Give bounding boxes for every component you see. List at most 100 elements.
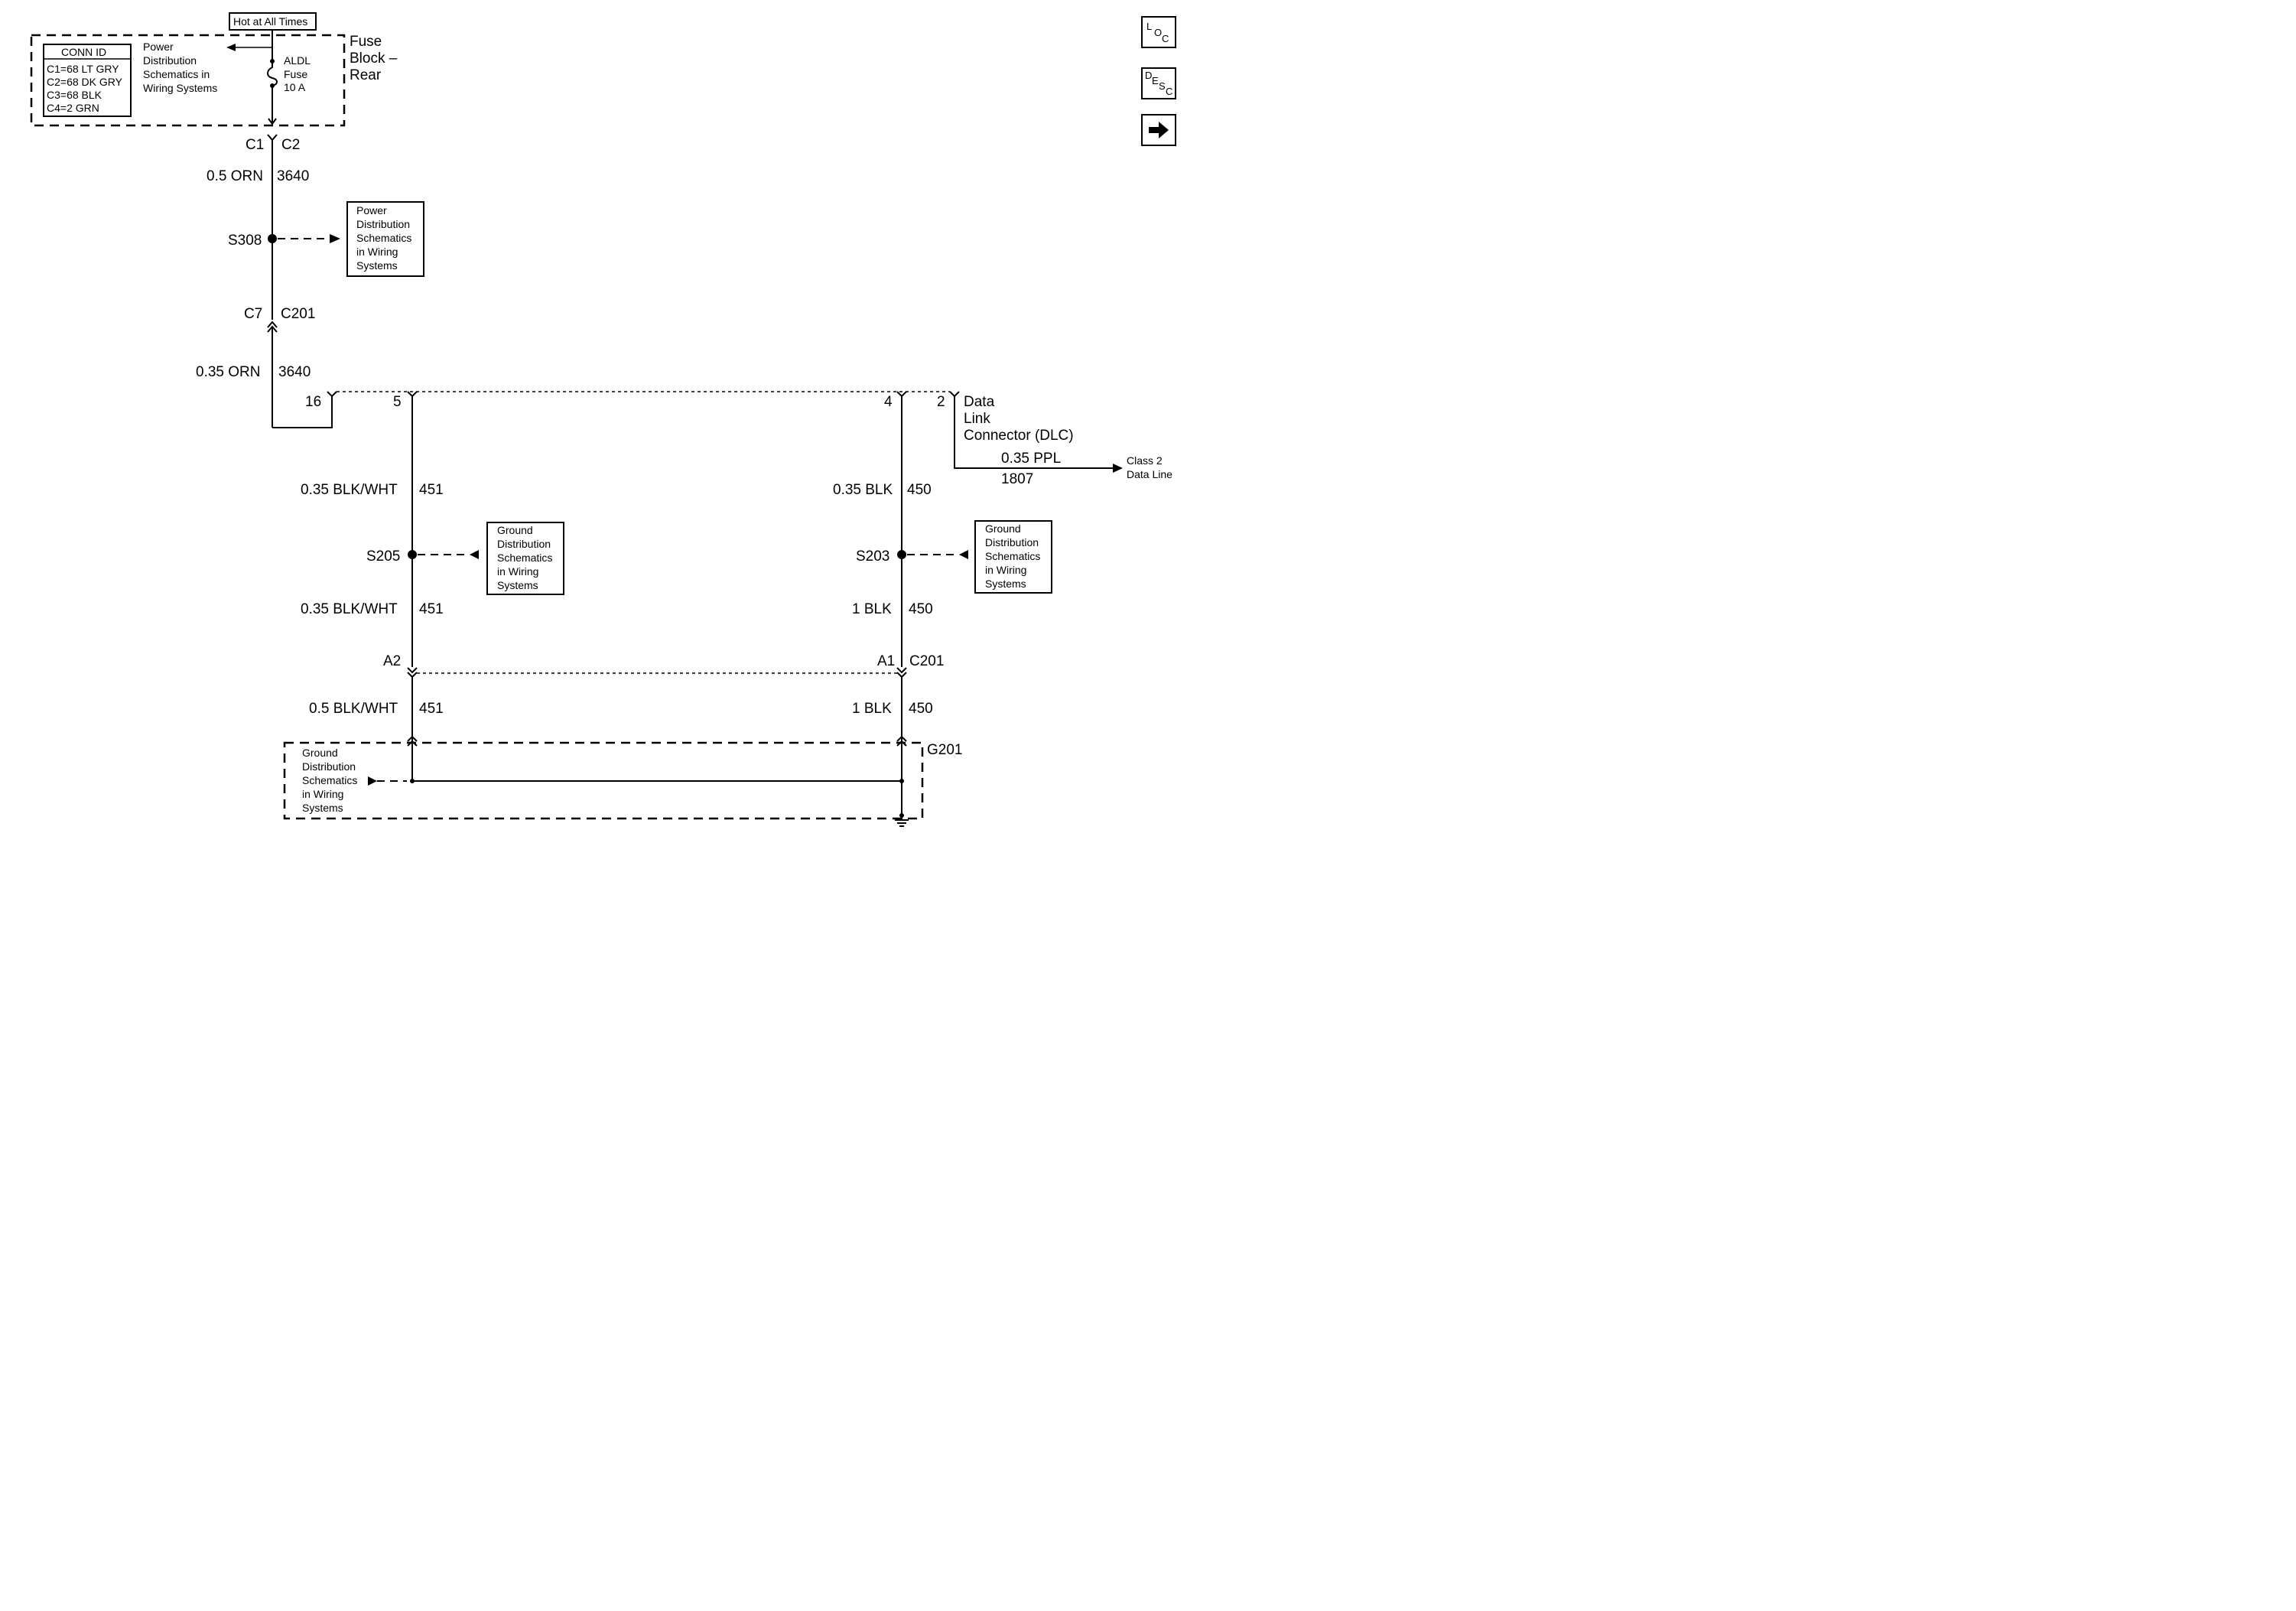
conn-id-row-c3: C3=68 BLK	[47, 89, 102, 101]
connector-a2: A2	[383, 653, 401, 669]
power-ref-line-3: Schematics	[356, 232, 411, 244]
wire-2-gauge: 0.35 ORN	[196, 364, 260, 380]
dlc-title-3: Connector (DLC)	[964, 428, 1074, 444]
fuse-label-2: Fuse	[284, 68, 307, 80]
g201-ground-outline	[283, 741, 924, 820]
g201-ref-line-5[interactable]: Systems	[302, 802, 343, 814]
g201-ref-line-1[interactable]: Ground	[302, 747, 338, 759]
wire-8-circuit: 450	[909, 701, 933, 717]
power-ref-line-2: Distribution	[356, 218, 410, 230]
connector-c201-top: C201	[281, 306, 315, 322]
connector-c1: C1	[246, 137, 264, 153]
fuse-block-power-ref-3[interactable]: Schematics in	[143, 68, 210, 80]
s205-ref-line-4: in Wiring	[497, 565, 538, 578]
power-ref-line-5: Systems	[356, 259, 398, 272]
s205-ref-line-1: Ground	[497, 524, 533, 536]
splice-s205: S205	[366, 548, 400, 565]
fuse-label-1: ALDL	[284, 54, 311, 67]
dlc-pin-4: 4	[884, 394, 893, 410]
c7-connector-symbol	[267, 321, 278, 328]
s203-ref-line-2: Distribution	[985, 536, 1039, 548]
wire-3-gauge: 0.35 BLK/WHT	[301, 482, 398, 498]
a2-connector-symbol	[407, 667, 418, 674]
fuse-block-power-ref-1[interactable]: Power	[143, 41, 174, 53]
s205-ref-line-3: Schematics	[497, 552, 552, 564]
wire-1-gauge: 0.5 ORN	[207, 168, 263, 184]
power-distribution-ref-box[interactable]	[346, 201, 424, 277]
s203-ref-line-4: in Wiring	[985, 564, 1026, 576]
conn-id-header: CONN ID	[61, 46, 106, 58]
conn-id-row-c2: C2=68 DK GRY	[47, 76, 123, 88]
fuse-block-power-ref-2[interactable]: Distribution	[143, 54, 197, 67]
s203-ref-arrow-icon	[959, 550, 968, 559]
fuse-label-3: 10 A	[284, 81, 306, 93]
g201-ref-line-2[interactable]: Distribution	[302, 760, 356, 773]
desc-letter-e: E	[1152, 75, 1159, 86]
splice-s203-dot	[897, 550, 906, 559]
wire-7-gauge: 1 BLK	[852, 601, 892, 617]
dlc-pin-2-symbol	[949, 391, 960, 398]
splice-s308: S308	[228, 233, 262, 249]
g201-ref-line-3[interactable]: Schematics	[302, 774, 357, 786]
class2-data-line-1: Class 2	[1127, 454, 1163, 467]
power-ref-arrow-icon	[226, 44, 236, 51]
s203-ref-line-1: Ground	[985, 522, 1021, 535]
class2-data-line-2: Data Line	[1127, 468, 1172, 480]
connector-a1: A1	[877, 653, 895, 669]
desc-letter-s: S	[1159, 80, 1166, 92]
wire-9-gauge: 0.35 PPL	[1001, 451, 1061, 467]
fuse-block-rear-outline	[30, 34, 346, 127]
wire-8-gauge: 1 BLK	[852, 701, 892, 717]
loc-letter-o: O	[1154, 27, 1163, 38]
dlc-title-1: Data	[964, 394, 995, 410]
conn-id-table	[43, 44, 132, 117]
wire-6-circuit: 450	[907, 482, 932, 498]
g201-ref-arrow-icon	[368, 776, 377, 786]
desc-button[interactable]: D E S C	[1141, 67, 1176, 99]
fuse-block-title-3: Rear	[350, 67, 382, 83]
next-button[interactable]	[1141, 114, 1176, 146]
conn-id-row-c4: C4=2 GRN	[47, 102, 99, 114]
loc-letter-l: L	[1146, 21, 1153, 32]
dlc-pin-5: 5	[393, 394, 402, 410]
fuse-block-title-1: Fuse	[350, 34, 382, 50]
right-arrow-icon	[1149, 122, 1169, 138]
wire-1-circuit: 3640	[277, 168, 309, 184]
wire-5-circuit: 451	[419, 701, 444, 717]
fuse-block-power-ref-4[interactable]: Wiring Systems	[143, 82, 217, 94]
dlc-pin-2: 2	[937, 394, 945, 410]
class2-arrow-icon	[1113, 464, 1123, 473]
wire-5-gauge: 0.5 BLK/WHT	[309, 701, 398, 717]
connector-c7: C7	[244, 306, 262, 322]
s205-ref-line-2: Distribution	[497, 538, 551, 550]
wire-3-circuit: 451	[419, 482, 444, 498]
g201-ref-line-4[interactable]: in Wiring	[302, 788, 343, 800]
ground-distribution-ref-box-s205[interactable]	[486, 522, 564, 595]
s205-ref-arrow-icon	[470, 550, 479, 559]
ground-distribution-ref-box-s203[interactable]	[974, 520, 1052, 594]
hot-at-all-times-label: Hot at All Times	[233, 15, 307, 28]
c1-c2-connector-symbol	[267, 134, 278, 142]
loc-letter-c: C	[1162, 33, 1169, 44]
connector-c201-bottom: C201	[909, 653, 944, 669]
a1-connector-symbol	[896, 667, 907, 674]
loc-button[interactable]: L O C	[1141, 16, 1176, 48]
wire-2-circuit: 3640	[278, 364, 311, 380]
dlc-title-2: Link	[964, 411, 990, 427]
g201-label: G201	[927, 742, 962, 758]
power-ref-line-1: Power	[356, 204, 387, 216]
connector-c2: C2	[281, 137, 300, 153]
wire-9-circuit: 1807	[1001, 471, 1033, 487]
s203-ref-line-3: Schematics	[985, 550, 1040, 562]
s308-ref-arrow-icon	[330, 234, 340, 243]
dlc-pin-16: 16	[305, 394, 321, 410]
wire-4-circuit: 451	[419, 601, 444, 617]
wire-6-gauge: 0.35 BLK	[833, 482, 893, 498]
desc-letter-d: D	[1145, 70, 1153, 81]
wire-7-circuit: 450	[909, 601, 933, 617]
splice-s308-dot	[268, 234, 277, 243]
splice-s203: S203	[856, 548, 889, 565]
dlc-pin-5-symbol	[407, 391, 418, 398]
desc-letter-c: C	[1166, 86, 1173, 97]
conn-id-row-c1: C1=68 LT GRY	[47, 63, 119, 75]
